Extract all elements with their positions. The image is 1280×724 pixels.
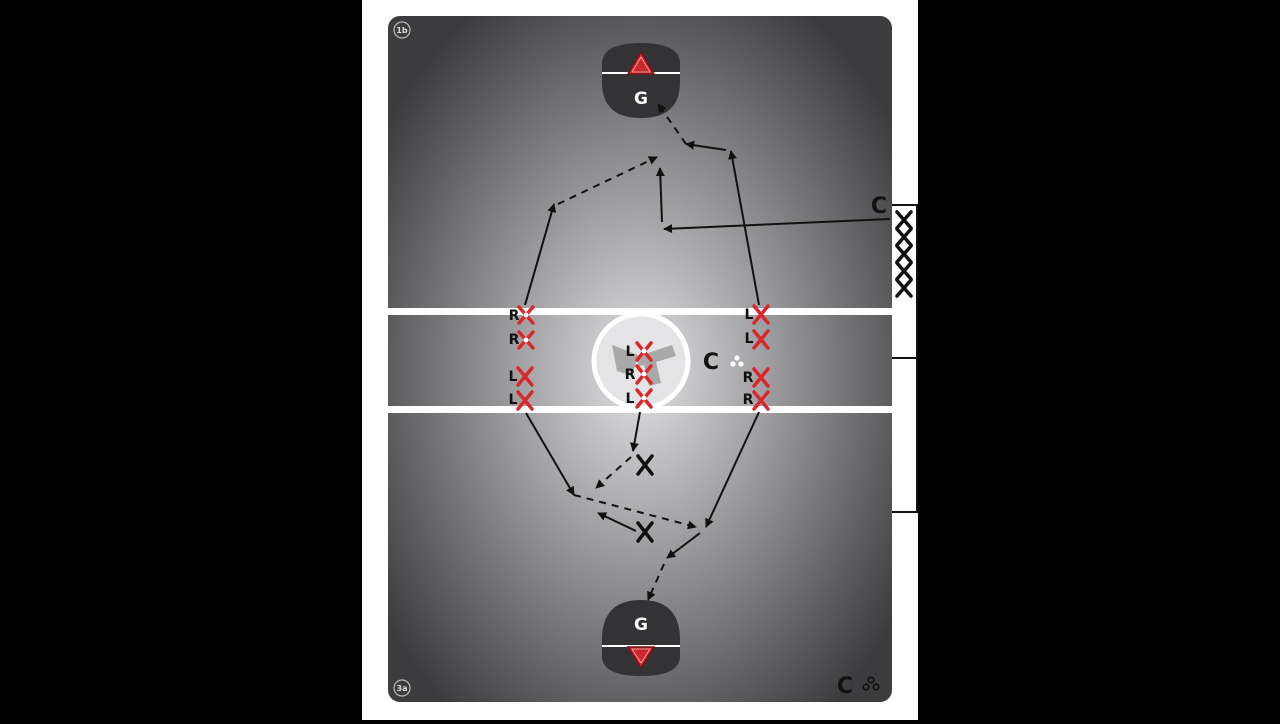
svg-text:L: L xyxy=(745,331,754,347)
svg-text:R: R xyxy=(509,308,520,324)
player-marker: R xyxy=(743,367,770,388)
player-column-center: L R L xyxy=(625,341,653,409)
player-marker: L xyxy=(626,388,653,409)
sideline-line-of-players xyxy=(895,210,913,298)
run-path xyxy=(630,411,641,452)
drill-paths-top xyxy=(524,103,891,306)
player-marker: L xyxy=(509,390,534,411)
run-path xyxy=(728,150,760,306)
svg-text:L: L xyxy=(509,392,518,408)
player-column-left: R R L L xyxy=(509,305,535,411)
run-path xyxy=(705,411,760,528)
run-path xyxy=(524,203,557,306)
player-column-right: L L R R xyxy=(743,304,770,411)
svg-text:R: R xyxy=(625,367,636,383)
shot-path xyxy=(657,103,687,145)
svg-text:C: C xyxy=(837,674,853,699)
svg-text:R: R xyxy=(743,392,754,408)
shot-path xyxy=(647,563,665,601)
x-marker-icon xyxy=(636,521,654,543)
x-marker-icon xyxy=(636,454,654,476)
player-marker: R xyxy=(743,390,770,411)
run-path xyxy=(525,412,575,496)
svg-text:R: R xyxy=(509,332,520,348)
run-path xyxy=(666,532,701,559)
svg-text:L: L xyxy=(626,391,635,407)
x-marker-icon xyxy=(895,278,913,298)
player-marker: R xyxy=(509,330,535,350)
goalie-bottom: G xyxy=(634,615,648,635)
svg-text:C: C xyxy=(703,350,719,375)
badge-bottom-label: 3a xyxy=(397,684,408,693)
drill-paths-bottom xyxy=(525,411,760,601)
player-marker: R xyxy=(509,305,535,325)
coach-marker-corner: C xyxy=(837,674,880,699)
badge-bottom: 3a xyxy=(393,679,411,697)
coach-marker-sideline: C xyxy=(871,194,887,219)
player-marker: L xyxy=(626,341,653,362)
pass-path xyxy=(663,218,891,234)
player-marker: L xyxy=(745,329,770,350)
ball-stack-icon xyxy=(730,355,744,367)
x-marker-icon xyxy=(895,261,913,281)
player-marker: L xyxy=(745,304,770,325)
svg-text:L: L xyxy=(745,307,754,323)
x-marker-icon xyxy=(895,210,913,230)
svg-text:L: L xyxy=(509,369,518,385)
ball-stack-icon xyxy=(862,676,880,691)
goalie-top: G xyxy=(634,89,648,109)
player-marker: L xyxy=(509,366,534,387)
goal-crease-top: G xyxy=(602,43,680,118)
run-path xyxy=(597,512,637,532)
wing-line-top xyxy=(388,308,892,315)
player-marker: R xyxy=(625,364,653,385)
run-path xyxy=(655,167,665,223)
svg-text:L: L xyxy=(626,344,635,360)
goal-crease-bottom: G xyxy=(602,600,680,676)
svg-text:R: R xyxy=(743,370,754,386)
badge-top-label: 1b xyxy=(396,26,408,35)
coach-marker-center: C xyxy=(703,350,744,375)
pass-path xyxy=(557,156,658,205)
x-marker-icon xyxy=(895,227,913,247)
badge-top: 1b xyxy=(393,21,411,39)
run-path xyxy=(685,140,727,151)
pass-path xyxy=(573,494,697,530)
x-marker-icon xyxy=(895,244,913,264)
